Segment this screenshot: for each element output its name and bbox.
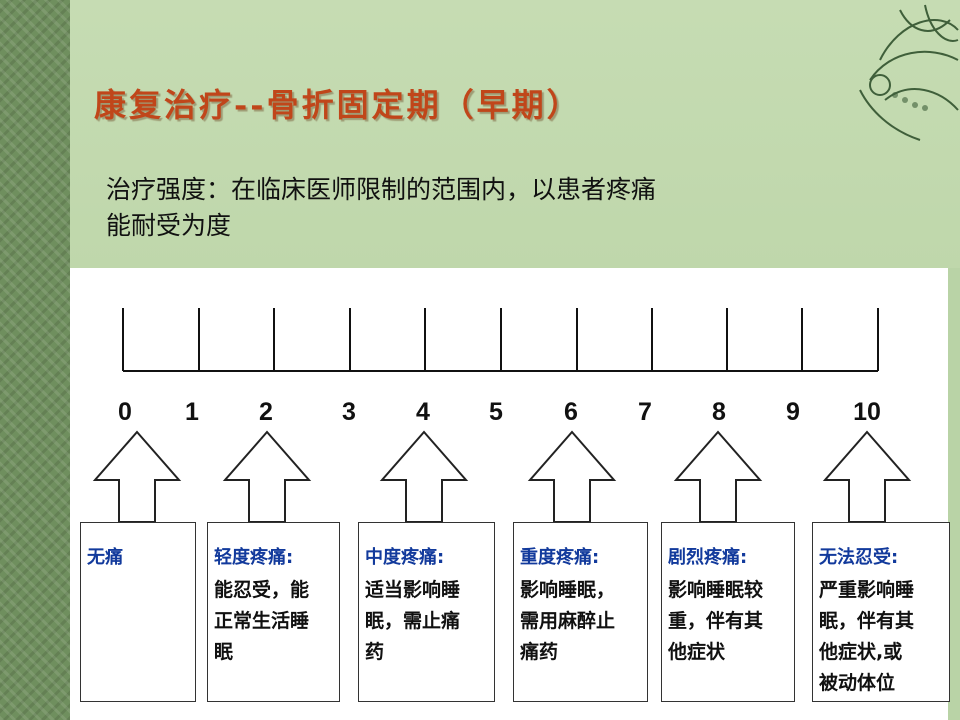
pain-level-box: 轻度疼痛: 能忍受，能正常生活睡眠	[207, 522, 340, 702]
up-arrow-icon	[379, 430, 469, 523]
up-arrow-icon	[822, 430, 912, 523]
pain-level-box: 无痛	[80, 522, 196, 702]
scale-tick-label: 3	[342, 398, 356, 426]
pain-level-description-line: 他症状	[668, 641, 726, 663]
pain-level-description-line: 重，伴有其	[668, 610, 764, 632]
pain-level-description-line: 严重影响睡	[819, 579, 915, 601]
scale-tick-label: 4	[416, 398, 430, 426]
scale-tick-label: 5	[489, 398, 503, 426]
decorative-left-strip	[0, 0, 70, 720]
intro-text: 治疗强度：在临床医师限制的范围内，以患者疼痛 能耐受为度	[106, 172, 826, 244]
pain-level-description: 能忍受，能正常生活睡眠	[214, 575, 335, 668]
up-arrow-icon	[527, 430, 617, 523]
pain-level-title: 重度疼痛:	[520, 547, 600, 568]
pain-level-title: 剧烈疼痛:	[668, 547, 748, 568]
pain-level-description: 严重影响睡眠，伴有其他症状,或被动体位	[819, 575, 945, 699]
up-arrow-icon	[92, 430, 182, 523]
phoenix-ornament-icon	[859, 4, 959, 141]
scale-tick-label: 6	[564, 398, 578, 426]
scale-tick-label: 0	[118, 398, 132, 426]
pain-level-description-line: 适当影响睡	[365, 579, 461, 601]
pain-level-description-line: 眠，需止痛	[365, 610, 461, 632]
scale-tick-label: 2	[259, 398, 273, 426]
pain-level-box: 剧烈疼痛: 影响睡眠较重，伴有其他症状	[661, 522, 795, 702]
up-arrow-icon	[222, 430, 312, 523]
pain-level-description-line: 需用麻醉止	[520, 610, 616, 632]
slide-title: 康复治疗--骨折固定期（早期）	[94, 86, 582, 124]
intro-line: 治疗强度：在临床医师限制的范围内，以患者疼痛	[106, 175, 657, 204]
up-arrow-icon	[673, 430, 763, 523]
pain-level-description: 影响睡眠， 需用麻醉止痛药	[520, 575, 643, 668]
scale-tick-label: 7	[638, 398, 652, 426]
pain-level-description-line: 他症状,或	[819, 641, 903, 663]
slide-header	[70, 0, 960, 268]
scale-tick-label: 10	[853, 398, 881, 426]
pain-level-description-line: 眠	[214, 641, 234, 663]
scale-tick-label: 9	[786, 398, 800, 426]
pain-level-description-line: 影响睡眠较	[668, 579, 764, 601]
pain-level-title: 无痛	[87, 547, 123, 568]
scale-tick-label: 8	[712, 398, 726, 426]
panel-edge	[948, 268, 960, 720]
pain-level-description-line: 正常生活睡	[214, 610, 310, 632]
pain-level-description: 适当影响睡眠，需止痛药	[365, 575, 490, 668]
pain-level-description-line: 影响睡眠，	[520, 579, 616, 601]
intro-line: 能耐受为度	[106, 211, 232, 240]
pain-level-description-line: 眠，伴有其	[819, 610, 915, 632]
pain-level-description-line: 药	[365, 641, 385, 663]
pain-level-box: 无法忍受: 严重影响睡眠，伴有其他症状,或被动体位	[812, 522, 950, 702]
pain-level-title: 轻度疼痛:	[214, 547, 294, 568]
scale-tick-label: 1	[185, 398, 199, 426]
pain-level-description-line: 被动体位	[819, 672, 896, 694]
pain-level-description: 影响睡眠较重，伴有其他症状	[668, 575, 790, 668]
pain-level-description-line: 能忍受，能	[214, 579, 310, 601]
pain-level-title: 中度疼痛:	[365, 547, 445, 568]
pain-level-title: 无法忍受:	[819, 547, 899, 568]
pain-level-description-line: 痛药	[520, 641, 559, 663]
pain-level-box: 重度疼痛: 影响睡眠， 需用麻醉止痛药	[513, 522, 648, 702]
pain-level-box: 中度疼痛: 适当影响睡眠，需止痛药	[358, 522, 495, 702]
